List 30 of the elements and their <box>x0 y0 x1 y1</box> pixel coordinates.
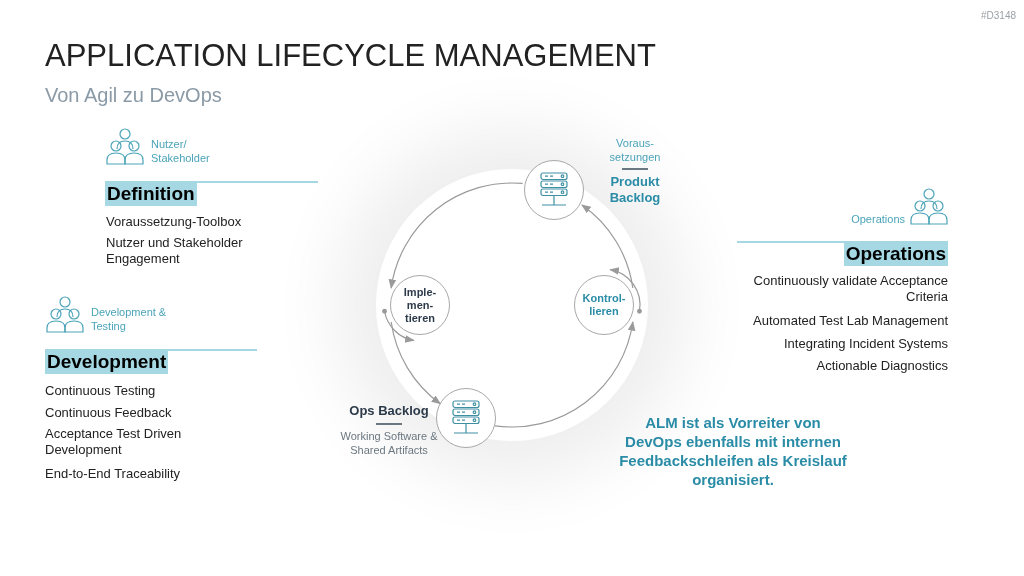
step-label: Kontrol- lieren <box>581 292 627 318</box>
section-heading: Definition <box>105 182 197 206</box>
step-label: Imple- men- tieren <box>402 285 438 325</box>
list-item: Continuous Testing <box>45 382 156 400</box>
role-label: Development & Testing <box>91 305 168 333</box>
list-item: Continuously validate Acceptance Criteria <box>752 273 948 305</box>
stage-title: Ops Backlog <box>349 403 429 419</box>
cycle-arrow <box>390 321 442 405</box>
title: APPLICATION LIFECYCLE MANAGEMENT <box>45 37 656 75</box>
list-item: Acceptance Test Driven Development <box>45 426 183 458</box>
cycle-arrow <box>389 182 524 289</box>
stage-note: Working Software & Shared Artifacts <box>339 429 439 457</box>
role-label: Operations <box>851 212 905 227</box>
list-item: Voraussetzung-Toolbox <box>106 213 242 231</box>
summary-note: ALM ist als Vorreiter von DevOps ebenfalls mit internen Feedbackschleifen als Kreislauf organisiert. <box>618 413 848 489</box>
role-label: Nutzer/ Stakeholder <box>151 137 211 165</box>
list-item: Nutzer und Stakeholder Engagement <box>106 235 244 267</box>
subtitle: Von Agil zu DevOps <box>45 83 222 108</box>
section-heading: Operations <box>843 242 948 266</box>
list-item: Automated Test Lab Management <box>752 312 948 330</box>
reference-code: #D3148 <box>980 9 1016 23</box>
list-item: Continuous Feedback <box>45 404 172 422</box>
list-item: Actionable Diagnostics <box>815 357 948 375</box>
stage-title: Produkt Backlog <box>608 174 662 206</box>
stage-note: Voraus- setzungen <box>608 136 662 164</box>
section-heading: Development <box>45 350 169 374</box>
cycle-arrow <box>494 321 635 428</box>
list-item: End-to-End Traceability <box>45 465 181 483</box>
cycle-arrow <box>581 204 634 289</box>
list-item: Integrating Incident Systems <box>782 335 948 353</box>
